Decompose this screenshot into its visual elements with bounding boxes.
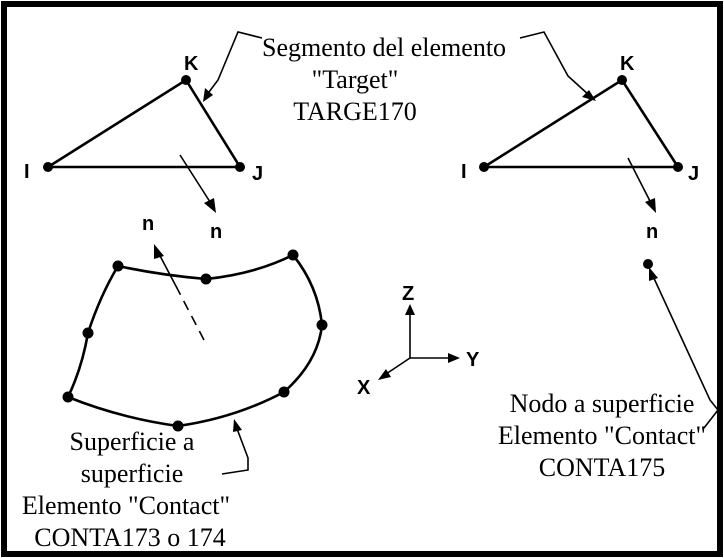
left-normal-arrowhead [204, 198, 216, 213]
right-normal-label: n [646, 221, 658, 243]
target-callout: Segmento del elemento "Target" TARGE170 [203, 31, 596, 126]
right-target-segment: I K J n [461, 53, 699, 243]
surface-label-line2: superficie [81, 459, 184, 488]
right-node-j [673, 162, 683, 172]
surface-node-2 [200, 273, 212, 285]
right-node-k [617, 75, 627, 85]
target-label-line2: "Target" [312, 65, 399, 94]
left-node-k [181, 75, 191, 85]
z-axis-arrowhead [405, 304, 415, 315]
right-node-i [479, 162, 489, 172]
surface-callout-arrowhead [233, 419, 242, 432]
y-axis-label: Y [466, 349, 480, 371]
contact-node-point [643, 259, 653, 269]
left-target-segment: I K J n [24, 53, 263, 243]
target-label-line1: Segmento del elemento [262, 33, 506, 62]
left-label-j: J [252, 163, 263, 185]
right-normal-arrow [627, 157, 653, 206]
node-callout-arrowhead [649, 267, 658, 281]
z-axis-label: Z [402, 283, 414, 305]
surface-normal-hidden [177, 289, 205, 341]
right-label-j: J [688, 163, 699, 185]
surface-node-4 [316, 319, 328, 331]
surface-normal-arrow [157, 251, 179, 291]
surface-label-line4: CONTA173 o 174 [34, 523, 225, 552]
x-axis-arrowhead [378, 369, 391, 380]
x-axis-label: X [357, 377, 371, 399]
surface-label-line1: Superficie a [70, 427, 195, 456]
y-axis-arrowhead [448, 353, 460, 363]
coordinate-axes: Z Y X [357, 283, 480, 399]
node-label-line2: Elemento "Contact" [498, 421, 706, 450]
surface-node-1 [112, 260, 124, 272]
node-label-line1: Nodo a superficie [510, 389, 695, 418]
surface-callout-leader [221, 425, 249, 475]
surface-label-line3: Elemento "Contact" [22, 491, 230, 520]
surface-node-7 [62, 391, 74, 403]
surface-node-8 [82, 327, 94, 339]
surface-node-3 [287, 249, 299, 261]
right-normal-arrowhead [645, 198, 656, 213]
left-label-k: K [184, 53, 199, 75]
target-leader-right [519, 31, 591, 97]
right-triangle-outline [479, 78, 681, 169]
surface-node-5 [278, 386, 290, 398]
left-normal-arrow [179, 154, 213, 206]
right-label-k: K [620, 53, 635, 75]
surface-right-edge [283, 254, 324, 393]
contact-surface: n Superficie a superficie Elemento "Cont… [22, 213, 328, 552]
node-label-line3: CONTA175 [539, 453, 665, 482]
target-leader-left-arrowhead [203, 88, 213, 102]
target-leader-left [205, 31, 263, 97]
target-label-line3: TARGE170 [293, 97, 417, 126]
left-normal-label: n [210, 221, 222, 243]
contact-node: Nodo a superficie Elemento "Contact" CON… [498, 259, 720, 482]
left-node-i [43, 162, 53, 172]
node-callout-leader [651, 273, 720, 429]
target-leader-right-arrowhead [582, 90, 596, 101]
surface-node-6 [172, 420, 184, 432]
left-label-i: I [24, 161, 30, 183]
left-triangle-outline [43, 78, 243, 169]
right-label-i: I [461, 161, 467, 183]
surface-normal-arrowhead [154, 244, 164, 259]
x-axis [385, 357, 411, 375]
surface-normal-label: n [142, 213, 154, 235]
left-node-j [235, 162, 245, 172]
